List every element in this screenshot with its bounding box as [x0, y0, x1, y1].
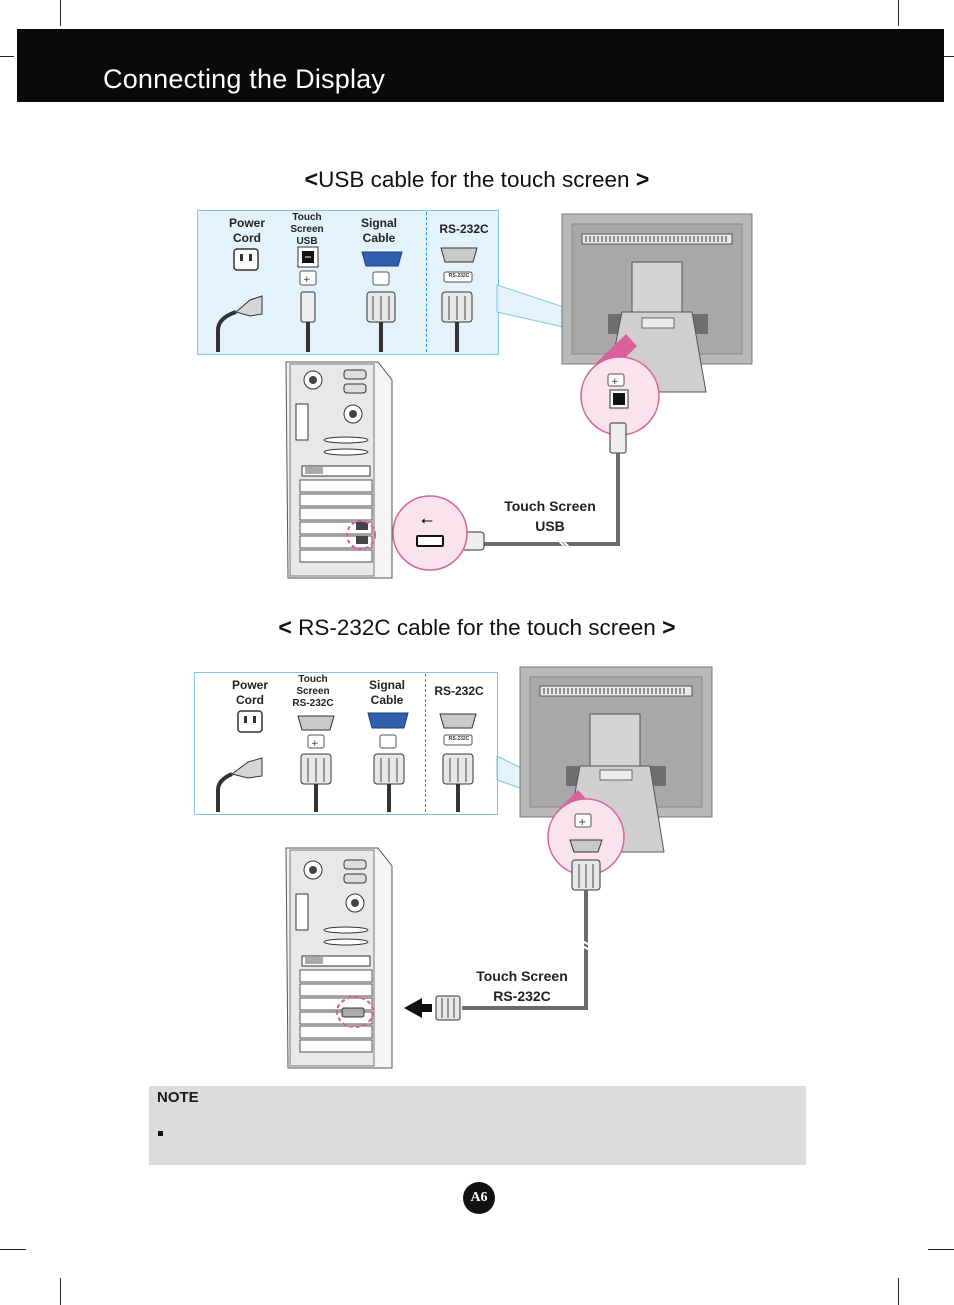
- usb-section-title: <USB cable for the touch screen >: [304, 166, 650, 192]
- svg-text:+: +: [611, 377, 619, 387]
- crop-mark: [60, 1278, 61, 1305]
- label-line: Power: [228, 216, 265, 230]
- page-header: Connecting the Display: [17, 29, 944, 102]
- crop-mark: [898, 0, 899, 26]
- note-box: NOTE: [149, 1086, 806, 1165]
- label-line: USB: [296, 236, 318, 247]
- label-line: Touch: [292, 212, 322, 223]
- rs232-section-title: < RS-232C cable for the touch screen >: [278, 614, 676, 640]
- label-line: Cable: [370, 693, 404, 707]
- svg-text:⭠: ⭠: [421, 511, 433, 529]
- page-number: A6: [463, 1182, 495, 1214]
- signal-cable-label: Signal Cable: [354, 216, 404, 246]
- label-line: Power: [231, 678, 268, 692]
- touch-screen-rs232c-label: Touch Screen RS-232C: [286, 674, 340, 710]
- signal-cable-label: Signal Cable: [361, 678, 413, 708]
- touch-screen-usb-cable-label: Touch Screen USB: [488, 496, 612, 536]
- label-line: USB: [535, 518, 565, 534]
- label-line: Signal: [360, 216, 397, 230]
- rs232c-port-chip-label: RS-232C: [448, 736, 470, 742]
- label-line: Cord: [233, 231, 261, 245]
- label-line: Cord: [236, 693, 264, 707]
- label-line: Cable: [362, 231, 396, 245]
- label-line: Signal: [368, 678, 405, 692]
- label-line: Touch Screen: [476, 968, 568, 984]
- crop-mark: [898, 1278, 899, 1305]
- page-title: Connecting the Display: [103, 64, 386, 94]
- power-port-icon: [216, 248, 263, 352]
- rs232c-port-chip-label: RS-232C: [448, 273, 470, 279]
- vga-port-icon: [361, 251, 403, 352]
- crop-mark: [0, 56, 14, 57]
- crop-mark: [928, 1249, 954, 1250]
- rs232c-port-icon: [440, 247, 478, 352]
- svg-text:+: +: [303, 275, 311, 285]
- rs232-ports-panel: [194, 672, 498, 815]
- touch-screen-usb-label: Touch Screen USB: [282, 212, 332, 248]
- pc-tower-illustration: [285, 361, 393, 579]
- panel-divider: [426, 212, 427, 352]
- power-cord-label: Power Cord: [222, 216, 272, 246]
- touch-screen-rs232c-cable-label: Touch Screen RS-232C: [462, 966, 582, 1006]
- label-line: Touch Screen: [504, 498, 596, 514]
- label-line: Screen: [290, 224, 324, 235]
- panel-divider: [425, 674, 426, 812]
- crop-mark: [60, 0, 61, 26]
- rs232c-port-label: RS-232C: [434, 684, 484, 698]
- label-line: Touch: [298, 674, 328, 685]
- label-line: RS-232C: [292, 698, 334, 709]
- label-line: Screen: [296, 686, 330, 697]
- power-cord-label: Power Cord: [224, 678, 276, 708]
- crop-mark: [0, 1249, 26, 1250]
- monitor-back-illustration: [561, 213, 753, 393]
- note-bullet: [158, 1131, 163, 1136]
- note-title: NOTE: [157, 1089, 199, 1106]
- rs232-section-title-text: RS-232C cable for the touch screen: [298, 615, 656, 640]
- svg-text:+: +: [578, 817, 586, 828]
- svg-text:+: +: [311, 739, 319, 749]
- label-line: RS-232C: [493, 988, 551, 1004]
- usb-section-title-text: USB cable for the touch screen: [318, 167, 630, 192]
- rs232c-port-label: RS-232C: [439, 222, 489, 236]
- usb-b-port-icon: +: [297, 246, 319, 352]
